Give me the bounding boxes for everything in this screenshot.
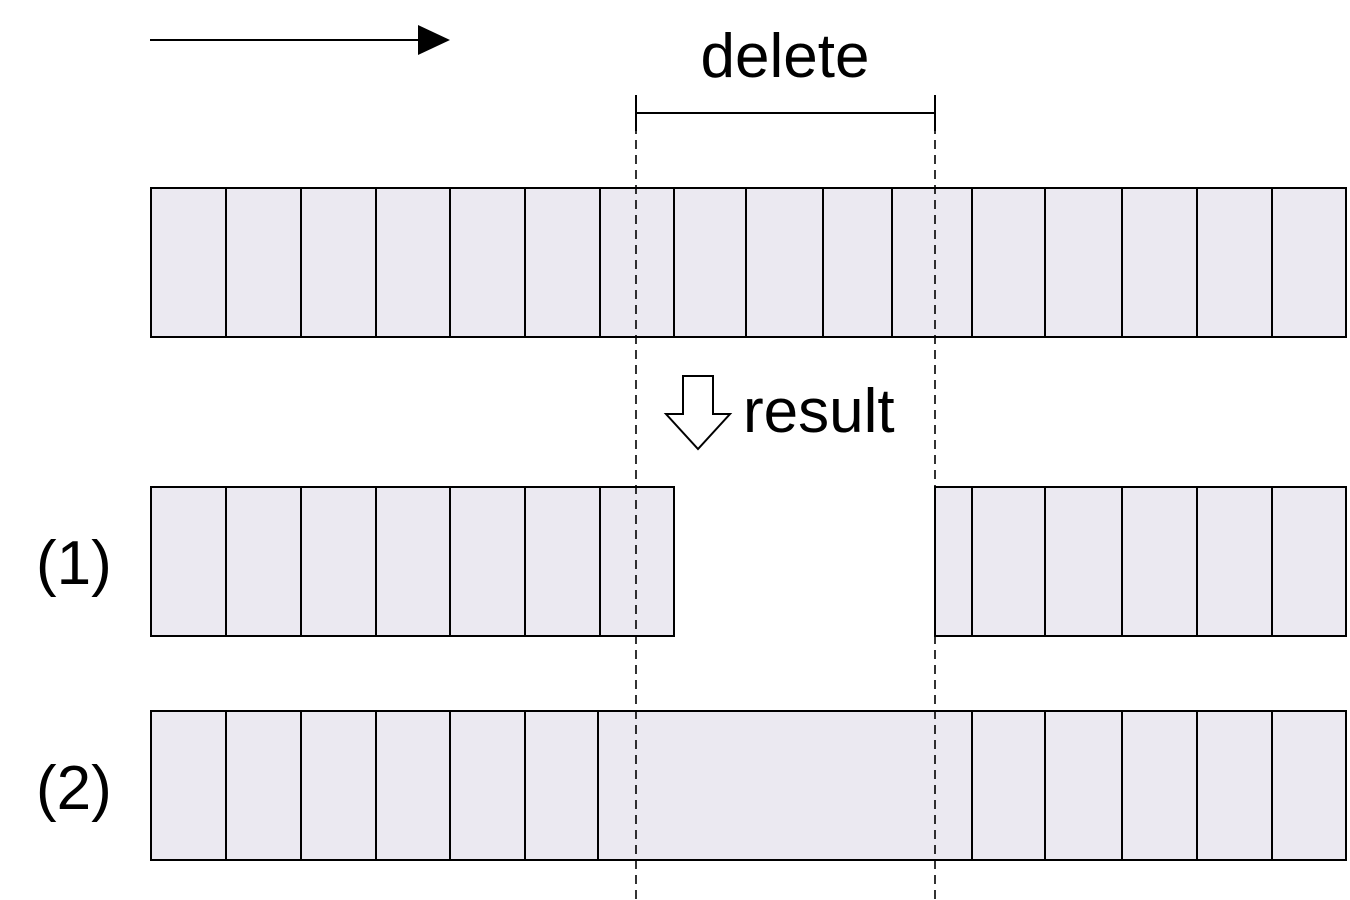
down-arrow-icon [663, 375, 733, 451]
case-2-block-row [150, 710, 1347, 861]
case-1-block-row [150, 486, 1347, 637]
delete-label: delete [701, 22, 870, 91]
result-label: result [743, 377, 895, 446]
direction-arrow-icon [150, 25, 450, 55]
delete-range-bracket [635, 95, 936, 131]
case-2-label: (2) [36, 754, 112, 823]
case-1-label: (1) [36, 529, 112, 598]
original-block-row [150, 187, 1347, 338]
